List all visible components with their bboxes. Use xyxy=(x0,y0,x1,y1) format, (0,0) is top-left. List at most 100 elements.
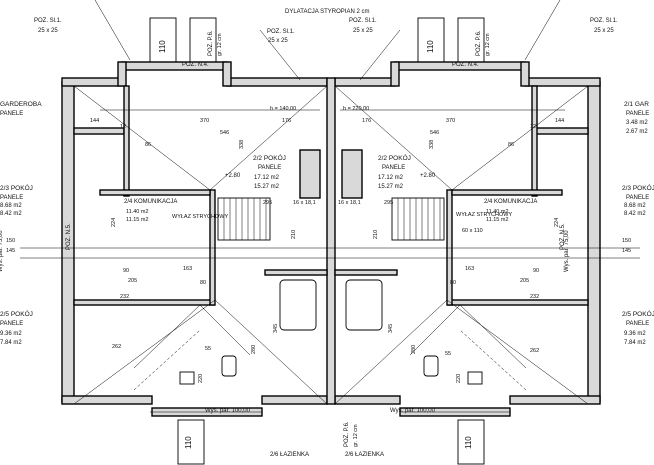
wall-wardrobe-l xyxy=(73,127,125,135)
wall-wardrobe-r xyxy=(535,127,589,135)
dim-86-l: 86 xyxy=(145,142,151,148)
toilet-right xyxy=(423,355,439,377)
wys100-right: Wys. par. 100,00 xyxy=(390,408,436,414)
dim-546-l: 546 xyxy=(220,130,229,136)
room-pokoj22-left: 2/2 POKÓJ xyxy=(253,153,286,162)
dim-345-l: 345 xyxy=(273,324,279,333)
diagonal-lines xyxy=(73,85,589,405)
room-komunikacja-right-a1: 11.40 m2 xyxy=(486,209,509,215)
room-garderoba-right-floor: PANELE xyxy=(626,111,649,117)
stairs-right xyxy=(391,197,445,241)
wylaz-right: WYŁAZ STRYCHOWY xyxy=(456,212,512,218)
room-pokoj25-right-a1: 9.36 m2 xyxy=(624,331,646,337)
wall-top-right xyxy=(524,77,601,87)
room-pokoj25-left-a1: 9.36 m2 xyxy=(0,331,22,337)
wall-l-a xyxy=(123,85,130,197)
room-komunikacja-right: 2/4 KOMUNIKACJA xyxy=(484,199,537,205)
bathtub-right xyxy=(345,279,383,331)
bathtub-left xyxy=(279,279,317,331)
dilatation-wall xyxy=(326,77,336,405)
wall-l-b xyxy=(73,299,215,306)
wall-r-c xyxy=(446,189,453,306)
poz-p6-top-r: POZ. P.6. xyxy=(476,30,482,56)
room-pokoj23-right: 2/3 POKÓJ xyxy=(622,183,654,192)
stairs-left xyxy=(217,197,271,241)
wall-bay-r1 xyxy=(390,61,400,87)
dim-163-l: 163 xyxy=(183,266,192,272)
room-komunikacja-left-a1: 11.40 m2 xyxy=(126,209,149,215)
room-pokoj23-right-floor: PANELE xyxy=(626,195,649,201)
room-pokoj23-left-floor: PANELE xyxy=(0,195,23,201)
dim-150-l: 150 xyxy=(6,238,15,244)
h140-label: h = 140,00 xyxy=(270,106,296,112)
dim-224-l: 224 xyxy=(111,218,117,227)
dim-338-r: 338 xyxy=(429,140,435,149)
room-pokoj25-left: 2/5 POKÓJ xyxy=(0,309,33,318)
dim-280-l: 280 xyxy=(251,345,257,354)
dim-55-r: 55 xyxy=(445,351,451,357)
chimney-box-2 xyxy=(189,17,217,63)
room-pokoj25-right-floor: PANELE xyxy=(626,321,649,327)
poz-n5-left: POZ. N.5. xyxy=(66,223,72,250)
dim-163-r: 163 xyxy=(465,266,474,272)
room-pokoj22-right-a2: 15.27 m2 xyxy=(378,184,404,190)
bath-fixtures xyxy=(179,279,483,385)
room-pokoj22-right: 2/2 POKÓJ xyxy=(378,153,411,162)
poz-p6-top: POZ. P.6. xyxy=(208,30,214,56)
poz-sl1-label-3: POZ. Sl.1. xyxy=(349,18,377,24)
elev-left: +2.80 xyxy=(225,173,241,179)
dim-90-r: 90 xyxy=(533,268,539,274)
room-pokoj23-left-a1: 8.68 m2 xyxy=(0,203,22,209)
wys-right: Wys. par. 75,00 xyxy=(564,230,570,272)
dim-546-r: 546 xyxy=(430,130,439,136)
room-pokoj25-left-floor: PANELE xyxy=(0,321,23,327)
wall-bottom-left xyxy=(61,395,153,405)
poz-n4-right: POZ. N.4. xyxy=(452,62,479,68)
dim-220-r: 220 xyxy=(456,374,462,383)
toilet-left xyxy=(221,355,237,377)
wall-bay-r2 xyxy=(520,61,530,87)
room-pokoj22-right-a1: 17.12 m2 xyxy=(378,175,404,181)
wall-bay-l2 xyxy=(222,61,232,87)
room-pokoj22-left-floor: PANELE xyxy=(258,165,281,171)
wall-bottom-mid-right xyxy=(334,395,401,405)
dim-110-4: 110 xyxy=(464,436,473,449)
room-komunikacja-left-a2: 11.15 m2 xyxy=(126,217,149,223)
dim-295-l: 295 xyxy=(263,200,272,206)
room-pokoj23-left: 2/3 POKÓJ xyxy=(0,183,33,192)
dim-144-l: 144 xyxy=(90,118,99,124)
dim-210-l: 210 xyxy=(291,230,297,239)
room-garderoba-right-a2: 2.67 m2 xyxy=(626,129,648,135)
chimney-box-5 xyxy=(177,419,205,465)
gr12-top-r: gr. 12 cm xyxy=(485,33,491,56)
chimney-box-4 xyxy=(457,17,485,63)
wall-top-mid-right xyxy=(334,77,396,87)
wall-top-left-bay xyxy=(121,61,228,71)
poz-n4-left: POZ. N.4. xyxy=(182,62,209,68)
interior-walls xyxy=(73,85,589,306)
dim-110-3: 110 xyxy=(184,436,193,449)
room-pokoj25-right: 2/5 POKÓJ xyxy=(622,309,654,318)
dim-86-r: 86 xyxy=(508,142,514,148)
room-pokoj25-right-a2: 7.84 m2 xyxy=(624,340,646,346)
wall-bay-l1 xyxy=(117,61,127,87)
dim-80-r: 80 xyxy=(450,280,456,286)
gr12-bottom: gr. 12 cm xyxy=(353,424,359,447)
wall-r-d xyxy=(451,189,563,196)
wall-l-c xyxy=(209,189,216,306)
elev-right: +2.80 xyxy=(420,173,436,179)
dim-80-l: 80 xyxy=(200,280,206,286)
dim-90-l: 90 xyxy=(123,268,129,274)
wall-r-b xyxy=(447,299,589,306)
dimension-lines xyxy=(20,0,640,413)
room-pokoj22-left-a1: 17.12 m2 xyxy=(254,175,280,181)
chimney-box-1 xyxy=(149,17,177,63)
dim-370-r: 370 xyxy=(446,118,455,124)
wall-r-a xyxy=(531,85,538,197)
dim-345-r: 345 xyxy=(388,324,394,333)
dim-150-r: 150 xyxy=(622,238,631,244)
dim-338-l: 338 xyxy=(239,140,245,149)
dim-176-l: 176 xyxy=(282,118,291,124)
room-garderoba-right-a1: 3.48 m2 xyxy=(626,120,648,126)
room-pokoj22-right-floor: PANELE xyxy=(382,165,405,171)
